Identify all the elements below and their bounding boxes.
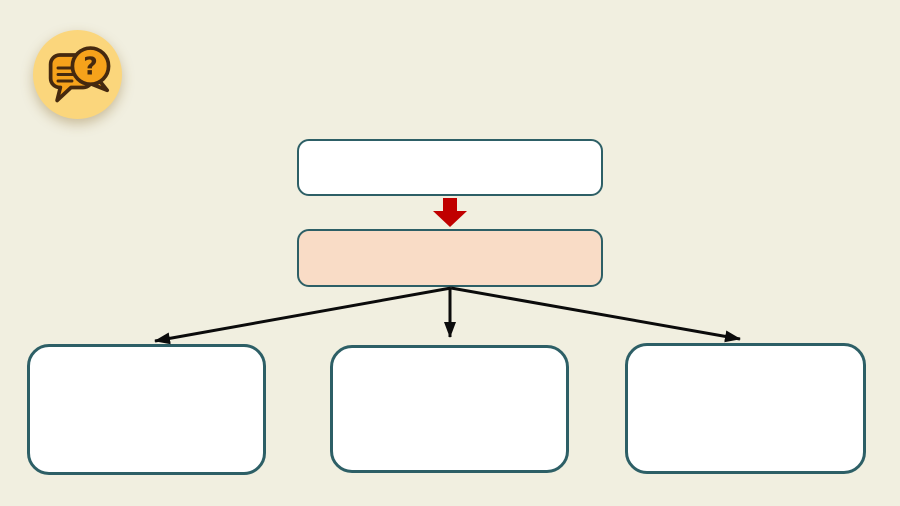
arrow-to-bottom-left [154,286,452,345]
node-top[interactable] [297,139,603,196]
question-bubble-icon [70,46,111,87]
node-bottom-left[interactable] [27,344,266,475]
question-mark: ? [83,52,98,81]
question-chat-icon: ? [33,30,122,119]
arrow-to-bottom-right [450,286,741,343]
question-chat-icon-graphic: ? [48,46,111,103]
node-bottom-right[interactable] [625,343,866,474]
node-bottom-center[interactable] [330,345,569,473]
block-arrow-down-icon [433,198,467,227]
node-middle[interactable] [297,229,603,287]
